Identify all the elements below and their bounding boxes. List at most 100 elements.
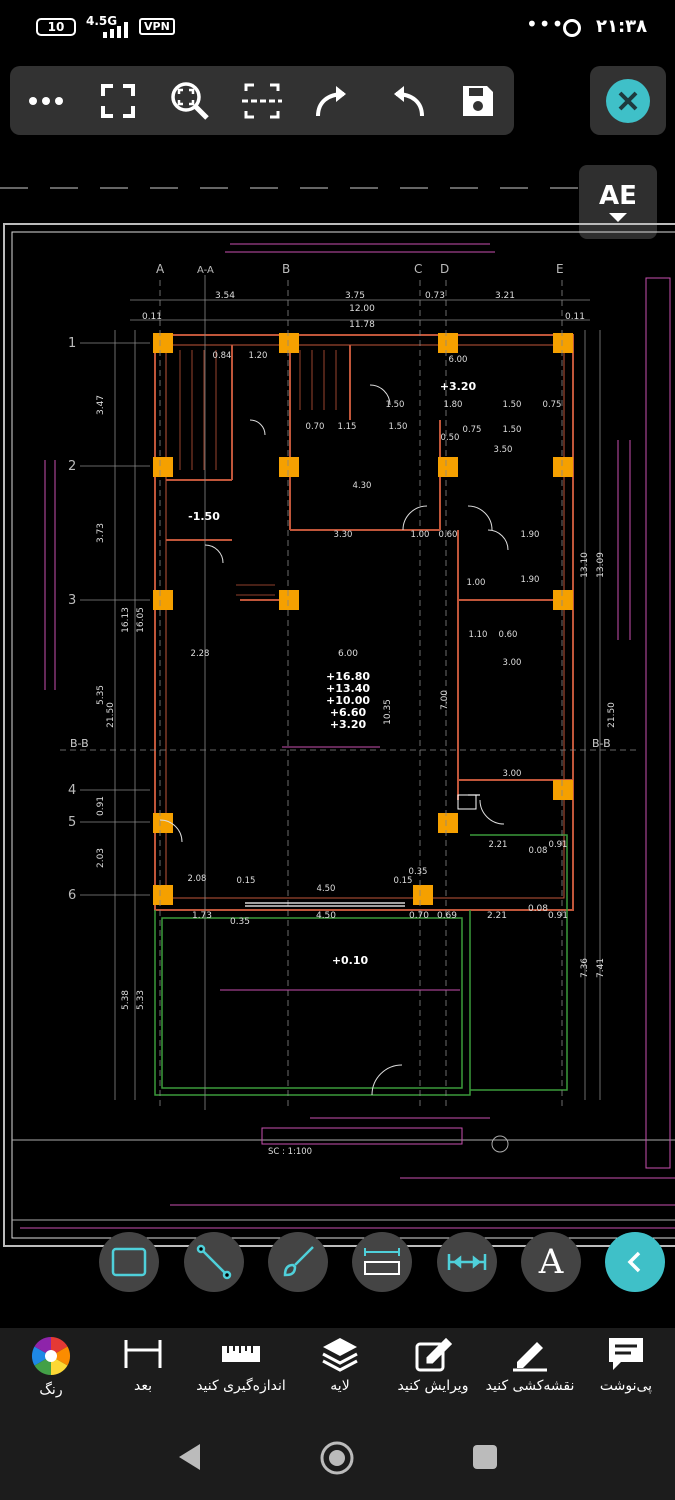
row-number: 6 (68, 888, 76, 903)
dim-text: 16.05 (136, 607, 146, 633)
layers-menu-item[interactable]: لایه (312, 1336, 368, 1416)
level-text: +10.00 (326, 694, 370, 707)
cad-drawing-canvas[interactable]: A A-A B C D E 1 2 3 4 5 6 3.54 3.75 0.73… (0, 140, 675, 1310)
row-number: 1 (68, 336, 76, 351)
dim-text: 0.91 (96, 796, 106, 816)
dim-text: 4.30 (353, 481, 372, 491)
dim-text: 2.21 (487, 911, 507, 921)
dim-text: 0.69 (437, 911, 457, 921)
dim-text: 3.30 (334, 530, 353, 540)
dim-text: 1.73 (192, 911, 212, 921)
dimension-icon (124, 1340, 162, 1368)
dim-text: 7.41 (596, 958, 606, 978)
dim-text: 0.70 (306, 422, 325, 432)
dim-text: 12.00 (349, 304, 375, 314)
status-bar: 10 4.5G VPN ••• ۲۱:۳۸ (0, 0, 675, 56)
text-tool-label: A (538, 1242, 564, 1282)
brush-tool[interactable] (268, 1232, 328, 1292)
vpn-badge: VPN (139, 18, 175, 35)
network-indicator: 4.5G (86, 14, 118, 28)
dim-text: 1.90 (521, 575, 540, 585)
pencil-icon (513, 1342, 547, 1372)
dim-text: 5.33 (136, 990, 146, 1010)
dim-text: 2.21 (489, 840, 508, 850)
color-wheel-icon (31, 1337, 71, 1375)
dim-text: 0.08 (529, 846, 548, 856)
dim-text: 0.75 (463, 425, 482, 435)
select-area-icon[interactable] (234, 73, 290, 129)
dim-text: 0.91 (548, 911, 568, 921)
dim-text: 1.20 (249, 351, 268, 361)
dim-text: 1.50 (503, 400, 522, 410)
dim-text: 1.00 (467, 578, 486, 588)
signal-icon (103, 22, 128, 38)
dim-text: 1.50 (503, 425, 522, 435)
dim-text: 4.50 (316, 911, 336, 921)
axis-letter: C (414, 262, 422, 276)
level-text: -1.50 (188, 510, 220, 523)
line-tool[interactable] (184, 1232, 244, 1292)
dim-text: 7.00 (440, 690, 450, 710)
dim-text: 1.80 (444, 400, 463, 410)
dim-text: 3.73 (96, 523, 106, 543)
text-tool[interactable]: A (521, 1232, 581, 1292)
dim-text: 10.35 (383, 699, 393, 725)
dim-text: 6.00 (338, 649, 358, 659)
section-label: B-B (592, 737, 611, 750)
dimension-tool[interactable] (437, 1232, 497, 1292)
chevron-down-icon (609, 213, 627, 222)
axis-letter: A-A (197, 265, 214, 276)
measure-tool[interactable] (352, 1232, 412, 1292)
dim-text: 1.00 (411, 530, 430, 540)
dim-text: 11.78 (349, 320, 375, 330)
level-text: +13.40 (326, 682, 370, 695)
dim-text: 0.50 (441, 433, 460, 443)
text-style-button[interactable]: AE (579, 165, 657, 239)
dim-text: 3.00 (503, 769, 522, 779)
row-number: 4 (68, 783, 76, 798)
dim-text: 2.08 (188, 874, 207, 884)
color-menu-item[interactable]: رنگ (24, 1336, 78, 1416)
dim-text: 0.11 (142, 312, 162, 322)
level-text: +3.20 (440, 380, 477, 393)
more-icon[interactable] (18, 73, 74, 129)
note-menu-item[interactable]: پی‌نوشت (596, 1336, 656, 1416)
dim-text: 3.47 (96, 395, 106, 415)
system-nav-bar (0, 1418, 675, 1500)
close-panel (590, 66, 666, 135)
back-nav-icon[interactable] (176, 1442, 204, 1472)
dim-text: 3.21 (495, 291, 515, 301)
undo-icon[interactable] (378, 73, 434, 129)
level-text: +0.10 (332, 954, 369, 967)
dim-text: 3.75 (345, 291, 365, 301)
dim-text: 0.35 (230, 917, 250, 927)
dim-text: 1.15 (338, 422, 357, 432)
ruler-icon (222, 1346, 260, 1362)
column-markers (153, 333, 573, 905)
zoom-extents-icon[interactable] (162, 73, 218, 129)
home-nav-icon[interactable] (319, 1440, 355, 1476)
redo-icon[interactable] (306, 73, 362, 129)
layers-icon (322, 1338, 358, 1372)
row-number: 2 (68, 459, 76, 474)
note-icon (609, 1338, 643, 1370)
draw-menu-item[interactable]: نقشه‌کشی کنید (480, 1336, 580, 1416)
text-style-label: AE (599, 181, 637, 211)
recents-nav-icon[interactable] (472, 1444, 498, 1470)
dim-text: 21.50 (106, 702, 116, 728)
dim-text: 0.91 (549, 840, 568, 850)
rectangle-tool[interactable] (99, 1232, 159, 1292)
axis-letter: B (282, 262, 290, 276)
dim-text: 0.08 (528, 904, 548, 914)
dim-text: 13.10 (580, 552, 590, 578)
back-button[interactable] (605, 1232, 665, 1292)
fullscreen-icon[interactable] (90, 73, 146, 129)
dimension-menu-item[interactable]: بعد (118, 1336, 168, 1416)
measure-menu-item[interactable]: اندازه‌گیری کنید (188, 1336, 294, 1416)
row-number: 3 (68, 593, 76, 608)
bottom-menu-bar: پی‌نوشت نقشه‌کشی کنید ویرایش کنید لایه ا… (0, 1328, 675, 1418)
dim-text: 1.10 (469, 630, 488, 640)
edit-menu-item[interactable]: ویرایش کنید (388, 1336, 478, 1416)
close-button[interactable] (606, 78, 650, 123)
save-icon[interactable] (450, 73, 506, 129)
